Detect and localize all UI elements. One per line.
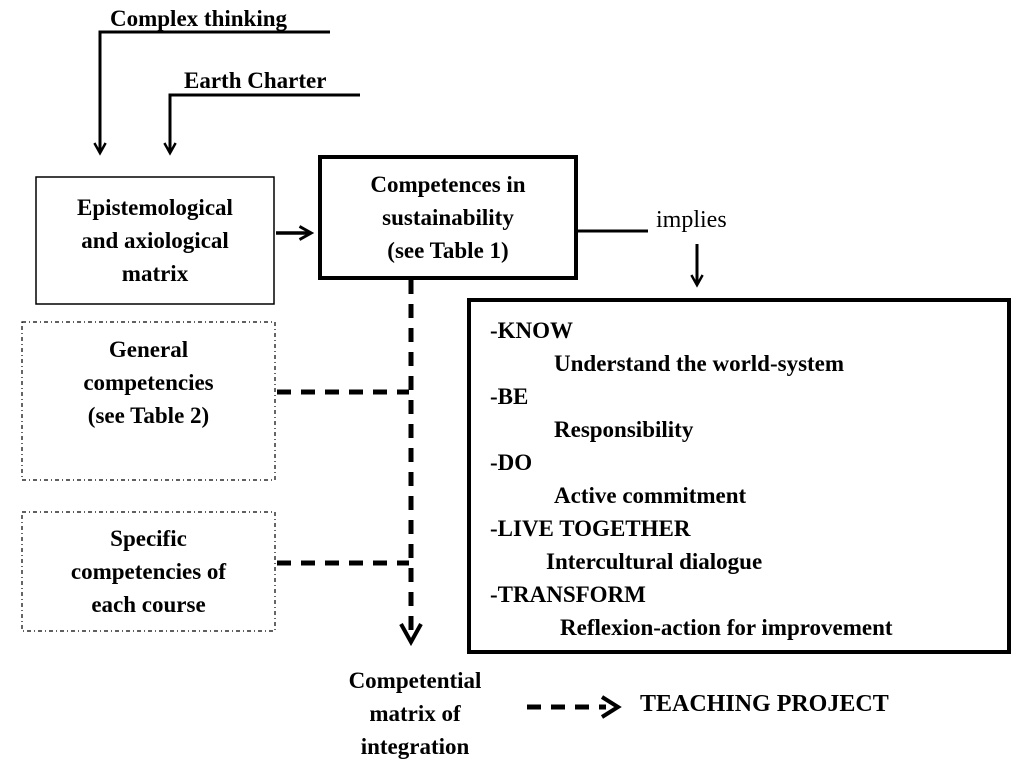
specific-box-text: Specific competencies of each course: [22, 520, 275, 622]
earth-charter-arrow: [170, 93, 360, 152]
dimensions-list: -KNOW Understand the world-system -BE Re…: [490, 314, 990, 644]
implies-label: implies: [656, 207, 727, 233]
dimension-transform-head: -TRANSFORM: [490, 582, 646, 607]
epistemological-box-text: Epistemological and axiological matrix: [36, 177, 274, 304]
general-line-2: competencies: [83, 369, 214, 395]
competences-line-1: Competences in: [370, 172, 526, 197]
specific-line-3: each course: [91, 591, 206, 617]
dimension-know-head: -KNOW: [490, 318, 574, 343]
matrix-line-1: Competential: [348, 668, 482, 693]
epistemological-box: [35, 176, 275, 305]
dimension-be-detail: Responsibility: [554, 417, 694, 442]
dimensions-box: [467, 298, 1011, 654]
general-box-text: General competencies (see Table 2): [22, 332, 275, 432]
matrix-line-2: matrix of: [369, 701, 461, 726]
complex-thinking-arrow: [100, 30, 330, 152]
matrix-line-3: integration: [360, 734, 470, 759]
epistemological-line-1: Epistemological: [77, 195, 233, 220]
competential-matrix-text: Competential matrix of integration: [310, 664, 520, 763]
project-arrowhead: [600, 695, 622, 719]
general-line-1: General: [108, 336, 189, 362]
epistemological-line-2: and axiological: [81, 228, 229, 253]
competences-line-3: (see Table 1): [387, 238, 509, 263]
earth-charter-label: Earth Charter: [184, 68, 327, 93]
specific-competencies-box: [21, 511, 276, 632]
matrix-arrowhead: [399, 623, 423, 647]
specific-line-2: competencies of: [70, 558, 227, 584]
dimension-be-head: -BE: [490, 384, 529, 409]
dimension-live-together-head: -LIVE TOGETHER: [490, 516, 691, 541]
general-line-3: (see Table 2): [87, 402, 210, 428]
teaching-project-label: TEACHING PROJECT: [640, 691, 889, 717]
specific-line-1: Specific: [110, 525, 187, 551]
dimension-know-detail: Understand the world-system: [554, 351, 845, 376]
competences-box: [318, 155, 578, 280]
complex-thinking-label: Complex thinking: [110, 6, 288, 31]
dimension-do-detail: Active commitment: [554, 483, 747, 508]
dimension-do-head: -DO: [490, 450, 533, 475]
general-competencies-box: [21, 321, 276, 481]
dimension-transform-detail: Reflexion-action for improvement: [560, 615, 893, 640]
dimension-live-together-detail: Intercultural dialogue: [546, 549, 763, 574]
competences-line-2: sustainability: [382, 205, 514, 230]
competences-box-text: Competences in sustainability (see Table…: [320, 157, 576, 278]
epistemological-line-3: matrix: [121, 261, 189, 286]
